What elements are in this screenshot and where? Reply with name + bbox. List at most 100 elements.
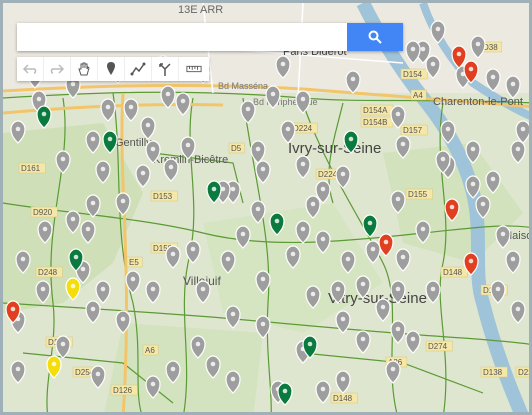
green-map-marker[interactable] <box>36 105 52 129</box>
grey-map-marker[interactable] <box>335 370 351 394</box>
green-map-marker[interactable] <box>206 180 222 204</box>
search-input[interactable] <box>17 23 347 51</box>
grey-map-marker[interactable] <box>470 35 486 59</box>
grey-map-marker[interactable] <box>190 335 206 359</box>
map-canvas[interactable]: 13E ARR Paris Diderot Bd Masséna Bd Péri… <box>3 3 532 415</box>
grey-map-marker[interactable] <box>123 98 139 122</box>
grey-map-marker[interactable] <box>85 194 101 218</box>
grey-map-marker[interactable] <box>65 210 81 234</box>
grey-map-marker[interactable] <box>255 160 271 184</box>
green-map-marker[interactable] <box>362 214 378 238</box>
grey-map-marker[interactable] <box>280 120 296 144</box>
grey-map-marker[interactable] <box>100 98 116 122</box>
grey-map-marker[interactable] <box>385 360 401 384</box>
grey-map-marker[interactable] <box>485 68 501 92</box>
grey-map-marker[interactable] <box>225 370 241 394</box>
green-map-marker[interactable] <box>343 130 359 154</box>
grey-map-marker[interactable] <box>145 280 161 304</box>
grey-map-marker[interactable] <box>390 105 406 129</box>
grey-map-marker[interactable] <box>255 315 271 339</box>
grey-map-marker[interactable] <box>305 195 321 219</box>
redo-button[interactable] <box>44 57 71 81</box>
green-map-marker[interactable] <box>102 130 118 154</box>
grey-map-marker[interactable] <box>160 85 176 109</box>
grey-map-marker[interactable] <box>330 280 346 304</box>
red-map-marker[interactable] <box>5 300 21 324</box>
grey-map-marker[interactable] <box>315 180 331 204</box>
grey-map-marker[interactable] <box>390 280 406 304</box>
grey-map-marker[interactable] <box>90 365 106 389</box>
grey-map-marker[interactable] <box>125 270 141 294</box>
grey-map-marker[interactable] <box>505 75 521 99</box>
grey-map-marker[interactable] <box>425 55 441 79</box>
green-map-marker[interactable] <box>269 212 285 236</box>
grey-map-marker[interactable] <box>235 225 251 249</box>
grey-map-marker[interactable] <box>95 280 111 304</box>
grey-map-marker[interactable] <box>345 70 361 94</box>
grey-map-marker[interactable] <box>355 275 371 299</box>
grey-map-marker[interactable] <box>165 245 181 269</box>
grey-map-marker[interactable] <box>145 375 161 399</box>
grey-map-marker[interactable] <box>225 305 241 329</box>
red-map-marker[interactable] <box>463 252 479 276</box>
grey-map-marker[interactable] <box>495 225 511 249</box>
grey-map-marker[interactable] <box>240 100 256 124</box>
grey-map-marker[interactable] <box>140 116 156 140</box>
grey-map-marker[interactable] <box>440 120 456 144</box>
green-map-marker[interactable] <box>277 382 293 406</box>
grey-map-marker[interactable] <box>165 360 181 384</box>
yellow-map-marker[interactable] <box>46 355 62 379</box>
grey-map-marker[interactable] <box>335 165 351 189</box>
grey-map-marker[interactable] <box>135 164 151 188</box>
grey-map-marker[interactable] <box>375 298 391 322</box>
grey-map-marker[interactable] <box>405 330 421 354</box>
grey-map-marker[interactable] <box>250 140 266 164</box>
green-map-marker[interactable] <box>302 335 318 359</box>
grey-map-marker[interactable] <box>465 140 481 164</box>
grey-map-marker[interactable] <box>430 20 446 44</box>
red-map-marker[interactable] <box>378 233 394 257</box>
hand-tool-button[interactable] <box>71 57 98 81</box>
search-button[interactable] <box>347 23 403 51</box>
grey-map-marker[interactable] <box>37 220 53 244</box>
grey-map-marker[interactable] <box>255 270 271 294</box>
grey-map-marker[interactable] <box>510 300 526 324</box>
grey-map-marker[interactable] <box>505 250 521 274</box>
add-marker-button[interactable] <box>98 57 125 81</box>
grey-map-marker[interactable] <box>315 380 331 404</box>
grey-map-marker[interactable] <box>180 136 196 160</box>
grey-map-marker[interactable] <box>115 310 131 334</box>
grey-map-marker[interactable] <box>145 140 161 164</box>
grey-map-marker[interactable] <box>163 158 179 182</box>
grey-map-marker[interactable] <box>175 92 191 116</box>
grey-map-marker[interactable] <box>405 40 421 64</box>
grey-map-marker[interactable] <box>205 355 221 379</box>
undo-button[interactable] <box>17 57 44 81</box>
grey-map-marker[interactable] <box>340 250 356 274</box>
grey-map-marker[interactable] <box>295 90 311 114</box>
red-map-marker[interactable] <box>444 198 460 222</box>
yellow-map-marker[interactable] <box>65 277 81 301</box>
grey-map-marker[interactable] <box>85 300 101 324</box>
grey-map-marker[interactable] <box>220 250 236 274</box>
measure-button[interactable] <box>179 57 209 81</box>
grey-map-marker[interactable] <box>265 85 281 109</box>
grey-map-marker[interactable] <box>485 170 501 194</box>
grey-map-marker[interactable] <box>355 330 371 354</box>
grey-map-marker[interactable] <box>365 240 381 264</box>
grey-map-marker[interactable] <box>305 285 321 309</box>
red-map-marker[interactable] <box>451 45 467 69</box>
grey-map-marker[interactable] <box>95 160 111 184</box>
grey-map-marker[interactable] <box>275 55 291 79</box>
grey-map-marker[interactable] <box>315 230 331 254</box>
grey-map-marker[interactable] <box>510 140 526 164</box>
grey-map-marker[interactable] <box>335 310 351 334</box>
grey-map-marker[interactable] <box>515 120 530 144</box>
grey-map-marker[interactable] <box>295 220 311 244</box>
grey-map-marker[interactable] <box>85 130 101 154</box>
grey-map-marker[interactable] <box>390 190 406 214</box>
grey-map-marker[interactable] <box>185 240 201 264</box>
directions-button[interactable] <box>152 57 179 81</box>
grey-map-marker[interactable] <box>285 245 301 269</box>
grey-map-marker[interactable] <box>490 280 506 304</box>
